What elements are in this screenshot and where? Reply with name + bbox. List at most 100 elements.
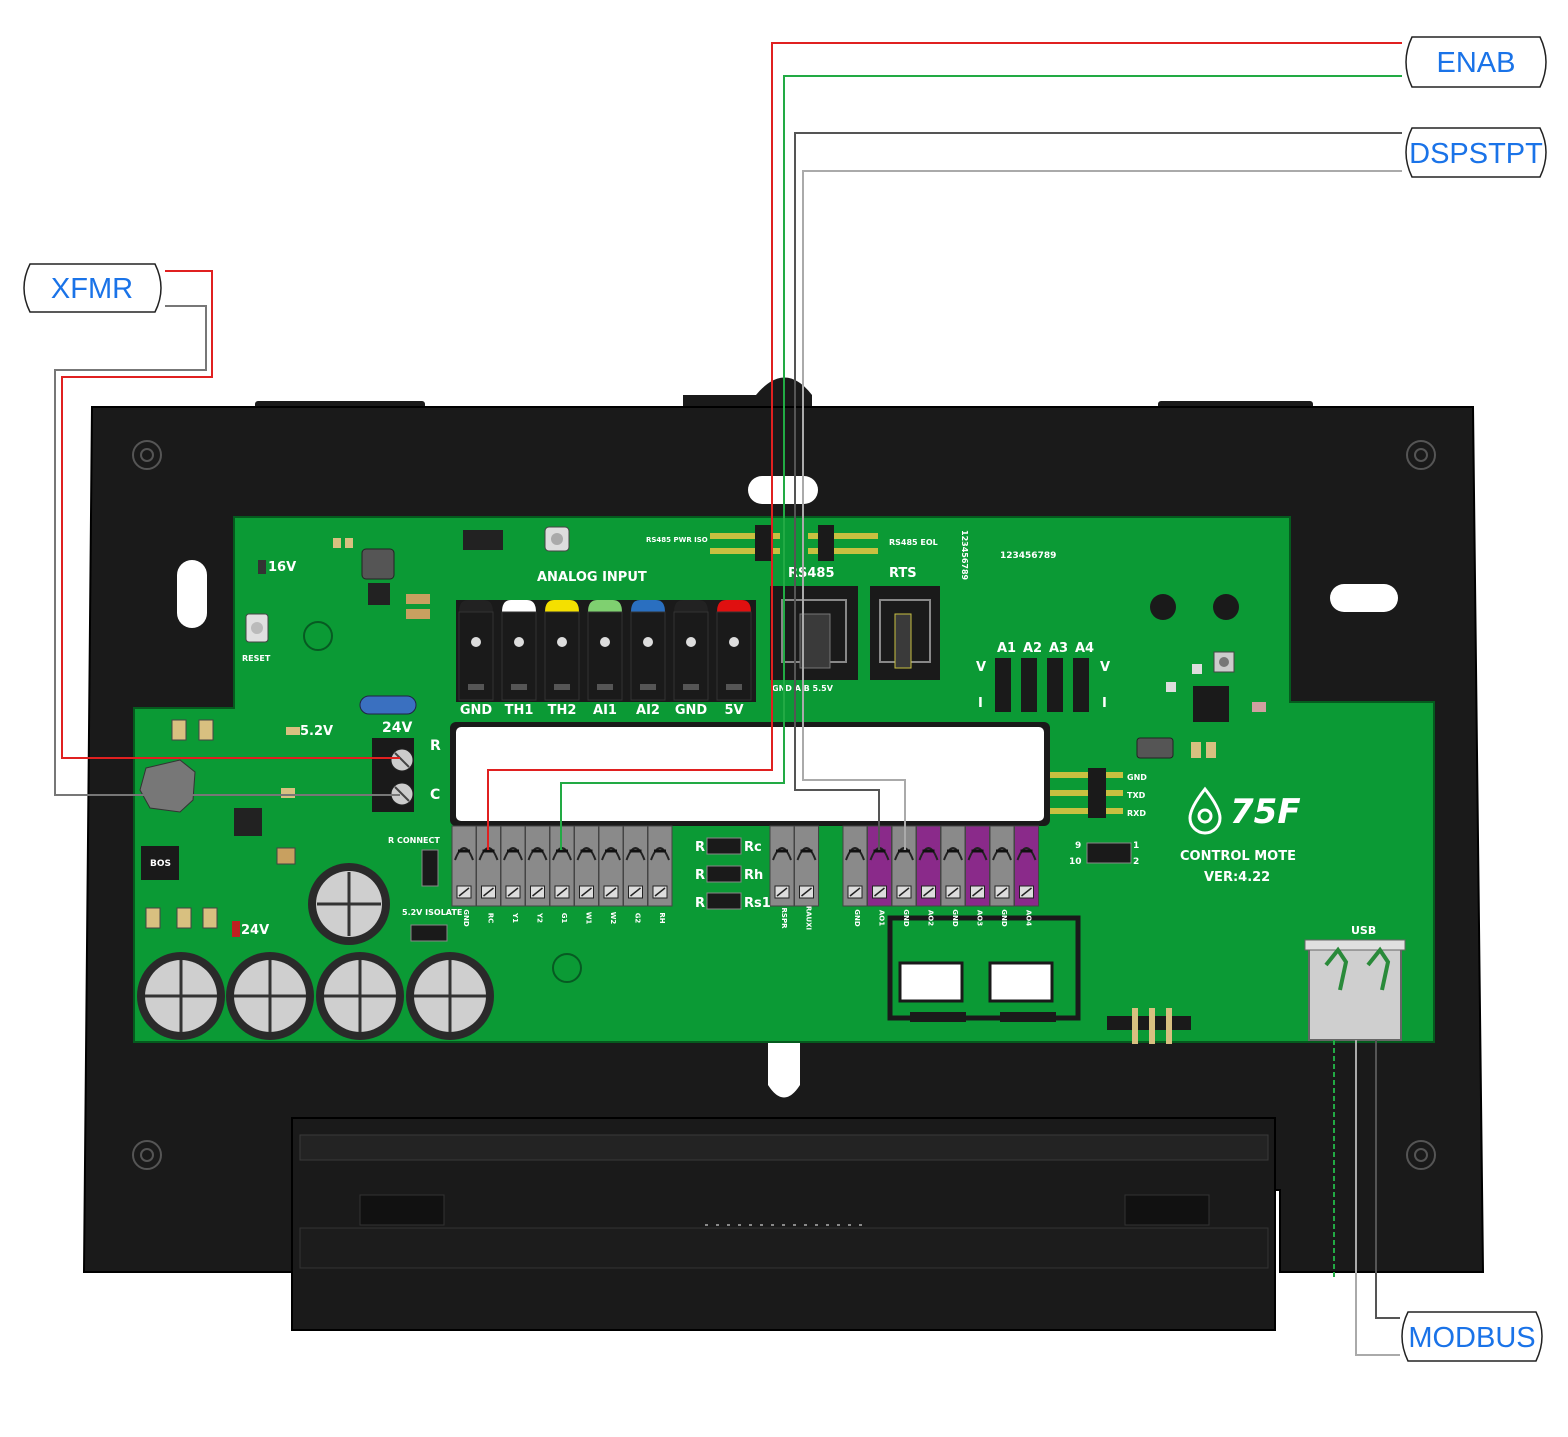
relay-terminal[interactable] (525, 825, 550, 907)
analog-pin-label: TH1 (505, 703, 534, 718)
callout-xfmr-label: XFMR (51, 273, 133, 305)
uart-pin-label: TXD (1127, 791, 1146, 800)
capacitor-icon (226, 952, 314, 1040)
terminal-label: AO4 (1025, 910, 1033, 926)
debug-pin-number: 10 (1069, 857, 1082, 867)
relay-terminal[interactable] (623, 825, 648, 907)
terminal-label: Y1 (511, 912, 519, 923)
aux-terminal[interactable] (794, 825, 819, 907)
usb-label: USB (1351, 924, 1376, 937)
chip-icon (141, 846, 179, 880)
analog-terminal[interactable] (716, 600, 752, 701)
pcb-labels: 75F CONTROL MOTE VER:4.22 123456789 1234… (150, 530, 1376, 938)
analog-terminal[interactable] (673, 600, 709, 701)
jumper-i-left: I (978, 696, 983, 711)
terminal-label: GND (462, 909, 470, 927)
capacitor-icon (137, 952, 225, 1040)
callout-dspstpt-label: DSPSTPT (1409, 138, 1543, 170)
wire-dspstpt-gray (794, 132, 1402, 850)
screw-icon (132, 1140, 162, 1170)
terminal-label: RC (487, 913, 495, 924)
analog-terminal[interactable] (630, 600, 666, 701)
debug-pin-number: 1 (1133, 841, 1139, 851)
model-name: CONTROL MOTE (1180, 849, 1296, 864)
relay-jumper-label: Rh (744, 868, 763, 883)
analog-out-terminal[interactable] (965, 825, 990, 907)
analog-pin-label: GND (675, 703, 708, 718)
jumper-label: A2 (1023, 641, 1042, 656)
screw-icon (132, 440, 162, 470)
terminal-label: GND (902, 909, 910, 927)
capacitor-icon (308, 863, 390, 945)
terminal-label: RSPR (780, 908, 788, 930)
analog-out-terminal[interactable] (842, 825, 868, 907)
wire-modbus-light (1355, 1040, 1400, 1356)
analog-out-terminal[interactable] (867, 825, 892, 907)
power-c-label: C (430, 787, 440, 803)
relay-terminal[interactable] (500, 825, 526, 907)
analog-pin-label: AI1 (593, 703, 617, 718)
terminal-label: AO1 (878, 910, 886, 926)
power-header-label: 24V (382, 720, 412, 736)
jumper-v-right: V (1100, 660, 1110, 675)
chip-label: BOS (150, 859, 171, 869)
analog-terminal[interactable] (501, 600, 537, 701)
wire-enab-red (487, 42, 1402, 850)
wire-xfmr-gray (54, 305, 400, 796)
r-connect-label: R CONNECT (388, 836, 440, 845)
callout-xfmr[interactable]: XFMR (23, 263, 162, 313)
terminal-label: G2 (634, 913, 642, 924)
power-terminal-block[interactable] (372, 738, 414, 812)
analog-terminal[interactable] (458, 600, 494, 701)
relay-terminal[interactable] (451, 825, 477, 907)
jumper-label: A4 (1075, 641, 1094, 656)
analog-out-terminal[interactable] (989, 825, 1015, 907)
analog-input-title: ANALOG INPUT (537, 570, 647, 585)
firmware-version: VER:4.22 (1204, 870, 1270, 885)
analog-terminal[interactable] (587, 600, 623, 701)
reset-button[interactable] (245, 613, 269, 643)
uart-header[interactable] (1049, 768, 1123, 818)
rail-24v-label: 24V (241, 923, 269, 938)
rts-connector[interactable] (870, 586, 940, 680)
aux-terminal[interactable] (769, 825, 795, 907)
callout-enab-label: ENAB (1437, 47, 1516, 79)
jumper-block[interactable] (995, 658, 1089, 712)
callout-dspstpt[interactable]: DSPSTPT (1405, 127, 1547, 178)
wires (54, 42, 1402, 1356)
rs485-title: RS485 (788, 566, 835, 581)
brand-name: 75F (1230, 792, 1301, 832)
callout-modbus[interactable]: MODBUS (1401, 1311, 1543, 1362)
uart-pin-label: RXD (1127, 809, 1146, 818)
analog-out-terminal[interactable] (1014, 825, 1039, 907)
uart-pin-label: GND (1127, 773, 1147, 782)
capacitor-icon (406, 952, 494, 1040)
callout-enab[interactable]: ENAB (1405, 36, 1547, 88)
analog-out-terminal[interactable] (916, 825, 941, 907)
rail-52v-label: 5.2V (300, 724, 333, 739)
relay-terminal[interactable] (598, 825, 624, 907)
relay-terminal[interactable] (647, 825, 673, 907)
debug-pin-number: 9 (1075, 841, 1081, 851)
usb-port[interactable] (1304, 939, 1406, 1041)
rts-title: RTS (889, 566, 917, 581)
rs485-pwr-label: RS485 PWR ISO (646, 536, 708, 544)
screw-icon (1406, 440, 1436, 470)
terminal-label: GND (1000, 909, 1008, 927)
relay-terminal[interactable] (574, 825, 599, 907)
terminal-label: AO3 (976, 910, 984, 926)
analog-out-terminal[interactable] (940, 825, 966, 907)
power-r-label: R (430, 738, 441, 754)
terminal-label: GND (853, 909, 861, 927)
ribbon-connector[interactable] (887, 915, 1081, 1022)
wire-xfmr-red (61, 270, 400, 759)
terminal-label: G1 (560, 913, 568, 924)
analog-terminal[interactable] (544, 600, 580, 701)
relay-jumper-prefix: R (695, 868, 705, 883)
wire-dspstpt-light (802, 170, 1402, 850)
serial-number-vertical: 123456789 (960, 530, 969, 581)
analog-pin-label: TH2 (548, 703, 577, 718)
